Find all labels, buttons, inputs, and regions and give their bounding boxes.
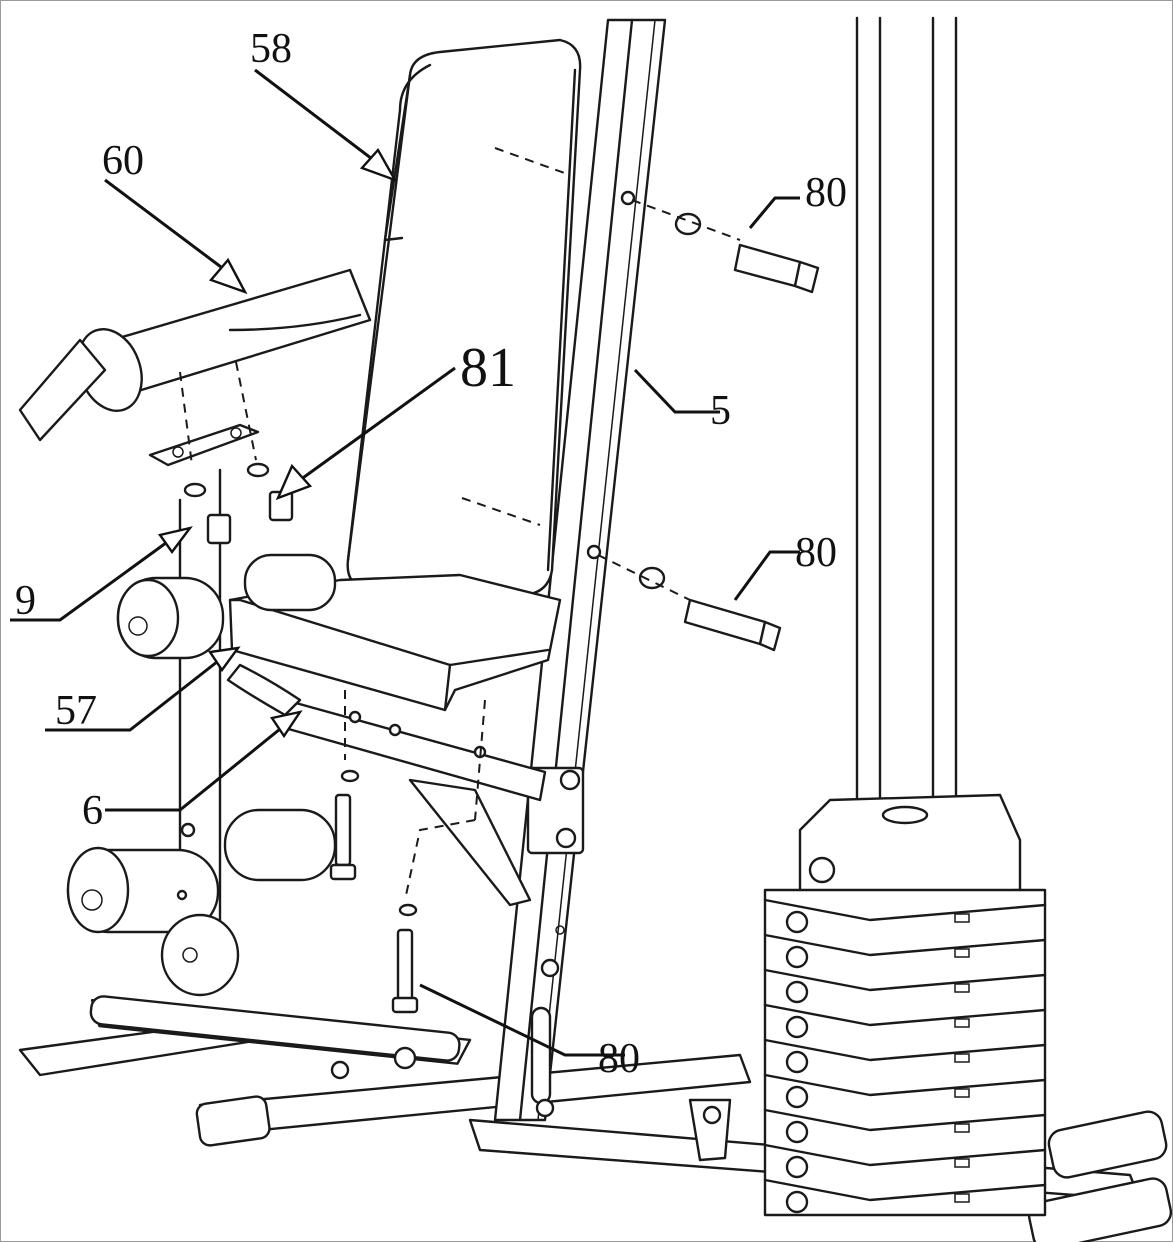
leader-lines bbox=[10, 68, 800, 1057]
part-number-80-middle: 80 bbox=[795, 530, 837, 576]
weight-plate-edge bbox=[763, 898, 1047, 922]
label-81: 81 bbox=[460, 340, 516, 396]
weight-plate-edge bbox=[763, 1038, 1047, 1062]
guide-rods bbox=[855, 16, 958, 832]
part-number-9: 9 bbox=[15, 578, 36, 624]
weight-plate-pin-hole bbox=[785, 910, 809, 934]
weight-plate-slot bbox=[954, 948, 970, 958]
weight-plate-edge bbox=[763, 1143, 1047, 1167]
weight-stack bbox=[763, 793, 1047, 1217]
weight-plate-pin-hole bbox=[785, 1120, 809, 1144]
label-80-middle: 80 bbox=[795, 532, 837, 574]
weight-plate-edge bbox=[763, 1003, 1047, 1027]
part-number-6: 6 bbox=[82, 788, 103, 834]
weight-plate-slot bbox=[954, 1053, 970, 1063]
part-number-57: 57 bbox=[55, 688, 97, 734]
weight-plate-slot bbox=[954, 983, 970, 993]
backrest-pad bbox=[346, 38, 582, 597]
label-80-upper: 80 bbox=[805, 172, 847, 214]
fasteners bbox=[183, 212, 820, 1014]
weight-plate-pin-hole bbox=[785, 945, 809, 969]
leg-extension-tube bbox=[18, 268, 372, 467]
weight-plate-edge bbox=[763, 968, 1047, 992]
assembly-lines bbox=[179, 147, 741, 901]
weight-plate-slot bbox=[954, 1158, 970, 1168]
label-6: 6 bbox=[82, 790, 103, 832]
weight-plate-slot bbox=[954, 1018, 970, 1028]
weight-plate-pin-hole bbox=[785, 1190, 809, 1214]
weight-plate-slot bbox=[954, 913, 970, 923]
part-number-80-upper: 80 bbox=[805, 170, 847, 216]
weight-plate-slot bbox=[954, 1088, 970, 1098]
weight-plate-pin-hole bbox=[785, 1050, 809, 1074]
part-number-80-lower: 80 bbox=[598, 1036, 640, 1082]
label-9: 9 bbox=[15, 580, 36, 622]
weight-plate-pin-hole bbox=[785, 1015, 809, 1039]
weight-plate-edge bbox=[763, 1178, 1047, 1202]
weight-plate-edge bbox=[763, 1073, 1047, 1097]
weight-plate-slot bbox=[954, 1123, 970, 1133]
label-5: 5 bbox=[710, 390, 731, 432]
label-58: 58 bbox=[250, 28, 292, 70]
part-number-81: 81 bbox=[460, 337, 516, 399]
label-60: 60 bbox=[102, 140, 144, 182]
weight-plate-edge bbox=[763, 1108, 1047, 1132]
leg-post bbox=[66, 468, 337, 997]
upright-post bbox=[493, 18, 667, 1122]
label-57: 57 bbox=[55, 690, 97, 732]
weight-plate-pin-hole bbox=[785, 1085, 809, 1109]
label-80-lower: 80 bbox=[598, 1038, 640, 1080]
part-number-5: 5 bbox=[710, 388, 731, 434]
weight-plate-edge bbox=[763, 933, 1047, 957]
weight-plate-pin-hole bbox=[785, 980, 809, 1004]
seat-frame bbox=[226, 663, 547, 907]
part-number-60: 60 bbox=[102, 138, 144, 184]
part-number-58: 58 bbox=[250, 26, 292, 72]
weight-plate-pin-hole bbox=[785, 1155, 809, 1179]
weight-plate-slot bbox=[954, 1193, 970, 1203]
